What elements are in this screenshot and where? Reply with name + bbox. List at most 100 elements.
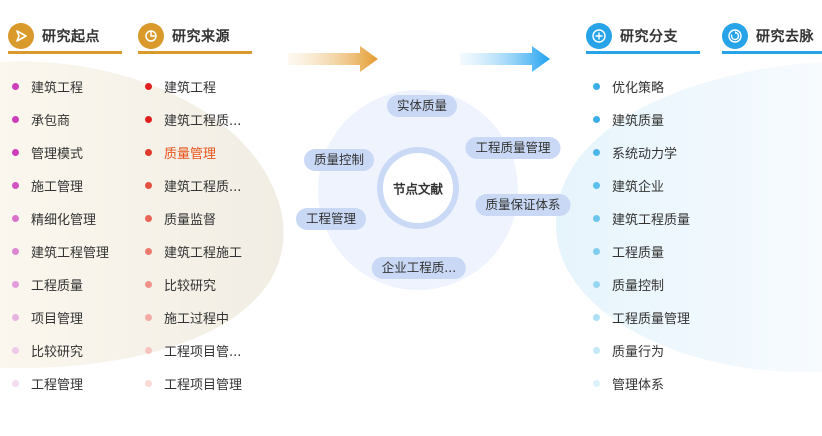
list-item[interactable]: 建筑工程质量	[593, 202, 690, 235]
list-item[interactable]: 施工过程中	[145, 301, 242, 334]
header-trend[interactable]: 研究去脉	[722, 20, 822, 54]
list-item-label: 系统动力学	[612, 147, 678, 162]
list-item-label: 工程质量管理	[612, 312, 691, 327]
bullet-dot-icon	[145, 116, 152, 123]
list-item-label: 承包商	[31, 114, 71, 129]
header-source-label: 研究来源	[172, 29, 230, 45]
header-source[interactable]: 研究来源	[138, 20, 252, 54]
list-item[interactable]: 项目管理	[12, 301, 109, 334]
bullet-dot-icon	[12, 281, 19, 288]
bullet-dot-icon	[593, 116, 600, 123]
header-branch-label: 研究分支	[620, 29, 678, 45]
header-trend-underline	[722, 51, 822, 54]
hub-keyword[interactable]: 实体质量	[386, 95, 458, 117]
list-item-label: 施工过程中	[164, 312, 230, 327]
list-item[interactable]: 施工管理	[12, 169, 109, 202]
hub-keyword[interactable]: 质量保证体系	[475, 194, 571, 216]
list-item[interactable]: 比较研究	[145, 268, 242, 301]
list-item[interactable]: 工程项目管...	[145, 334, 242, 367]
list-item-label: 建筑工程	[31, 81, 84, 96]
plus-circle-icon	[586, 23, 612, 49]
list-item[interactable]: 工程质量	[593, 235, 690, 268]
list-item-label: 建筑企业	[612, 180, 665, 195]
bullet-dot-icon	[12, 83, 19, 90]
bullet-dot-icon	[145, 248, 152, 255]
hub-keyword[interactable]: 工程质量管理	[465, 137, 561, 159]
list-item-label: 质量监督	[164, 213, 217, 228]
list-item[interactable]: 建筑工程	[12, 70, 109, 103]
refresh-circle-icon	[722, 23, 748, 49]
list-item[interactable]: 建筑工程质...	[145, 103, 242, 136]
list-item-label: 优化策略	[612, 81, 665, 96]
bullet-dot-icon	[145, 281, 152, 288]
list-item[interactable]: 建筑工程管理	[12, 235, 109, 268]
bullet-dot-icon	[145, 83, 152, 90]
list-item[interactable]: 建筑质量	[593, 103, 690, 136]
list-item[interactable]: 建筑企业	[593, 169, 690, 202]
list-item-label: 质量管理	[164, 147, 217, 162]
list-item[interactable]: 质量管理	[145, 136, 242, 169]
list-item-label: 建筑工程质...	[164, 114, 242, 129]
bullet-dot-icon	[593, 314, 600, 321]
list-item[interactable]: 工程项目管理	[145, 367, 242, 400]
origin-list: 建筑工程承包商管理模式施工管理精细化管理建筑工程管理工程质量项目管理比较研究工程…	[12, 70, 109, 400]
list-item[interactable]: 建筑工程质...	[145, 169, 242, 202]
bullet-dot-icon	[593, 380, 600, 387]
list-item-label: 比较研究	[31, 345, 84, 360]
list-item[interactable]: 质量监督	[145, 202, 242, 235]
list-item-label: 建筑工程管理	[31, 246, 110, 261]
list-item-label: 工程项目管...	[164, 345, 242, 360]
hub-keyword[interactable]: 企业工程质...	[371, 257, 467, 279]
bullet-dot-icon	[593, 281, 600, 288]
bullet-dot-icon	[12, 248, 19, 255]
list-item[interactable]: 优化策略	[593, 70, 690, 103]
branch-list: 优化策略建筑质量系统动力学建筑企业建筑工程质量工程质量质量控制工程质量管理质量行…	[593, 70, 690, 400]
play-arrow-icon	[8, 23, 34, 49]
list-item[interactable]: 精细化管理	[12, 202, 109, 235]
list-item-label: 质量控制	[612, 279, 665, 294]
header-origin-label: 研究起点	[42, 29, 100, 45]
hub-keyword[interactable]: 工程管理	[295, 208, 367, 230]
bullet-dot-icon	[12, 116, 19, 123]
hub-keyword[interactable]: 质量控制	[303, 149, 375, 171]
list-item[interactable]: 比较研究	[12, 334, 109, 367]
header-trend-label: 研究去脉	[756, 29, 814, 45]
source-list: 建筑工程建筑工程质...质量管理建筑工程质...质量监督建筑工程施工比较研究施工…	[145, 70, 242, 400]
hub-ring	[377, 147, 459, 229]
left-arrow-icon	[288, 46, 378, 72]
list-item[interactable]: 工程管理	[12, 367, 109, 400]
list-item[interactable]: 建筑工程	[145, 70, 242, 103]
list-item-label: 建筑质量	[612, 114, 665, 129]
bullet-dot-icon	[593, 182, 600, 189]
bullet-dot-icon	[12, 182, 19, 189]
bullet-dot-icon	[12, 215, 19, 222]
bullet-dot-icon	[593, 149, 600, 156]
list-item[interactable]: 承包商	[12, 103, 109, 136]
list-item[interactable]: 质量行为	[593, 334, 690, 367]
list-item-label: 工程管理	[31, 378, 84, 393]
list-item-label: 精细化管理	[31, 213, 97, 228]
list-item-label: 建筑工程质量	[612, 213, 691, 228]
bullet-dot-icon	[593, 215, 600, 222]
bullet-dot-icon	[145, 347, 152, 354]
bullet-dot-icon	[12, 149, 19, 156]
list-item-label: 建筑工程	[164, 81, 217, 96]
list-item-label: 建筑工程质...	[164, 180, 242, 195]
list-item-label: 建筑工程施工	[164, 246, 243, 261]
list-item[interactable]: 工程质量	[12, 268, 109, 301]
list-item[interactable]: 系统动力学	[593, 136, 690, 169]
bullet-dot-icon	[12, 314, 19, 321]
list-item[interactable]: 工程质量管理	[593, 301, 690, 334]
header-branch[interactable]: 研究分支	[586, 20, 700, 54]
bullet-dot-icon	[145, 149, 152, 156]
list-item[interactable]: 管理体系	[593, 367, 690, 400]
list-item[interactable]: 质量控制	[593, 268, 690, 301]
hub-center-label[interactable]: 节点文献	[392, 181, 444, 197]
list-item-label: 施工管理	[31, 180, 84, 195]
bullet-dot-icon	[145, 182, 152, 189]
header-origin[interactable]: 研究起点	[8, 20, 122, 54]
list-item-label: 管理模式	[31, 147, 84, 162]
list-item[interactable]: 管理模式	[12, 136, 109, 169]
bullet-dot-icon	[593, 83, 600, 90]
list-item[interactable]: 建筑工程施工	[145, 235, 242, 268]
